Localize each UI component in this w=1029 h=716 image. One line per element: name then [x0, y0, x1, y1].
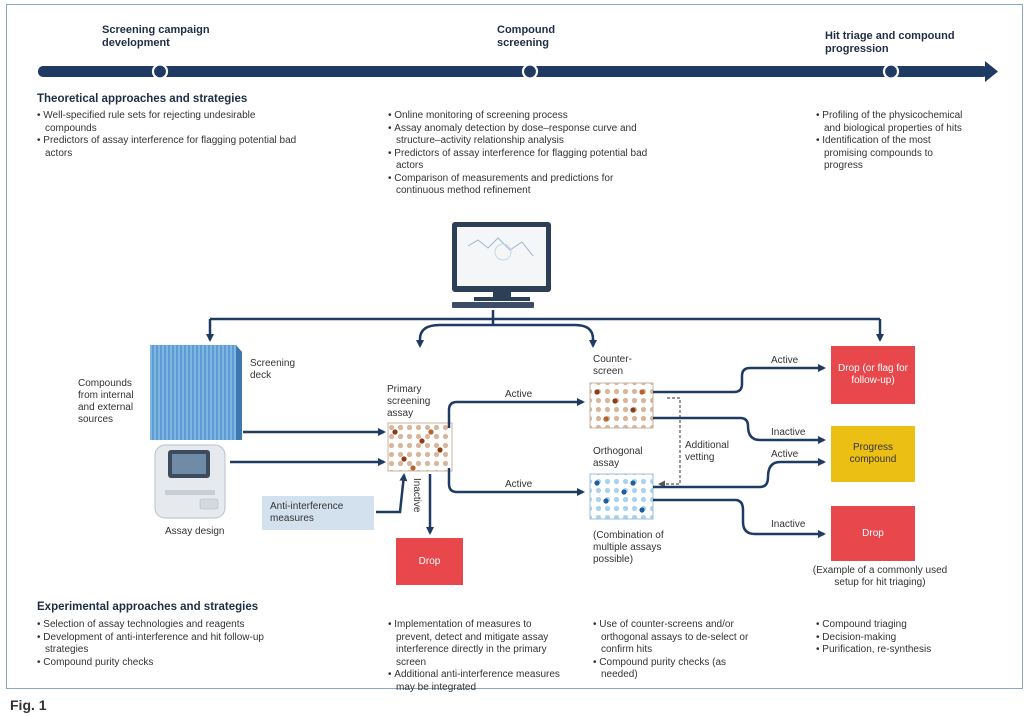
screening-deck-label: Screening deck: [250, 358, 296, 381]
list-item: Decision-making: [816, 632, 966, 645]
theoretical-title: Theoretical approaches and strategies: [37, 93, 248, 105]
drop-final-box: Drop: [831, 506, 915, 561]
timeline-node-3: [882, 63, 900, 80]
active-top-label: Active: [505, 389, 533, 400]
inactive-drop-label: Inactive: [771, 519, 806, 530]
progress-compound-box: Progress compound: [831, 426, 915, 482]
list-item: Profiling of the physicochemical and bio…: [816, 110, 966, 135]
active-bottom-label: Active: [505, 479, 533, 490]
active-flag-label: Active: [771, 355, 799, 366]
list-item: Purification, re-synthesis: [816, 644, 966, 657]
theoretical-col2: Online monitoring of screening process A…: [388, 110, 663, 198]
outcome-arrows: [653, 364, 826, 538]
inactive-primary-label: Inactive: [411, 478, 422, 513]
active-progress-label: Active: [771, 449, 799, 460]
combination-note: (Combination of multiple assays possible…: [593, 530, 664, 565]
assay-plate-icon: [387, 422, 453, 472]
experimental-col2: Implementation of measures to prevent, d…: [388, 619, 568, 694]
figure-label: Fig. 1: [10, 697, 47, 713]
experimental-title: Experimental approaches and strategies: [37, 601, 259, 613]
experimental-col1: Selection of assay technologies and reag…: [37, 619, 307, 669]
drop-final-label: Drop: [862, 527, 884, 539]
additional-vetting-label: Additional vetting: [685, 440, 729, 463]
anti-interference-label: Anti-interference measures: [270, 501, 344, 524]
anti-interference-box: Anti-interference measures: [262, 496, 374, 530]
example-note: (Example of a commonly used setup for hi…: [812, 565, 948, 588]
list-item: Predictors of assay interference for fla…: [388, 148, 663, 173]
experimental-col3: Use of counter-screens and/or orthogonal…: [593, 619, 763, 682]
theoretical-col1: Well-specified rule sets for rejecting u…: [37, 110, 307, 160]
screening-deck-icon: [150, 345, 242, 440]
timeline: [38, 61, 998, 82]
timeline-node-1: [151, 63, 169, 80]
assay-design-label: Assay design: [165, 526, 225, 537]
list-item: Predictors of assay interference for fla…: [37, 135, 307, 160]
list-item: Compound purity checks: [37, 657, 307, 670]
list-item: Comparison of measurements and predictio…: [388, 173, 663, 198]
orthogonal-assay-label: Orthogonal assay: [593, 446, 643, 469]
list-item: Identification of the most promising com…: [816, 135, 966, 173]
stage-label-triage: Hit triage and compound progression: [825, 30, 955, 55]
stage-label-development: Screening campaign development: [102, 24, 210, 49]
primary-output-arrows: [426, 398, 585, 535]
list-item: Implementation of measures to prevent, d…: [388, 619, 568, 669]
list-item: Development of anti-interference and hit…: [37, 632, 307, 657]
stage-label-screening: Compound screening: [497, 24, 556, 49]
compounds-label: Compounds from internal and external sou…: [78, 378, 134, 425]
list-item: Selection of assay technologies and reag…: [37, 619, 307, 632]
list-item: Compound triaging: [816, 619, 966, 632]
list-item: Use of counter-screens and/or orthogonal…: [593, 619, 763, 657]
progress-compound-label: Progress compound: [849, 442, 897, 465]
list-item: Online monitoring of screening process: [388, 110, 663, 123]
monitor-icon: [452, 222, 551, 308]
timeline-node-2: [521, 63, 539, 80]
drop-primary-label: Drop: [418, 555, 441, 567]
orthogonal-plate: [589, 473, 654, 520]
list-item: Additional anti-interference measures ma…: [388, 669, 568, 694]
distribution-arrows: [206, 310, 884, 348]
counter-screen-plate: [589, 382, 654, 429]
list-item: Compound purity checks (as needed): [593, 657, 763, 682]
drop-flag-label: Drop (or flag for follow-up): [837, 363, 909, 386]
vetting-arrow: [658, 397, 681, 488]
assay-instrument-icon: [154, 444, 226, 519]
drop-primary-box: Drop: [396, 538, 463, 585]
counter-screen-label: Counter-screen: [593, 354, 632, 377]
experimental-col4: Compound triaging Decision-making Purifi…: [816, 619, 966, 657]
theoretical-col3: Profiling of the physicochemical and bio…: [816, 110, 966, 173]
input-arrows: [230, 428, 408, 514]
drop-flag-box: Drop (or flag for follow-up): [831, 346, 915, 404]
list-item: Well-specified rule sets for rejecting u…: [37, 110, 307, 135]
inactive-progress-label: Inactive: [771, 427, 806, 438]
primary-assay-label: Primary screening assay: [387, 384, 431, 419]
list-item: Assay anomaly detection by dose–response…: [388, 123, 663, 148]
